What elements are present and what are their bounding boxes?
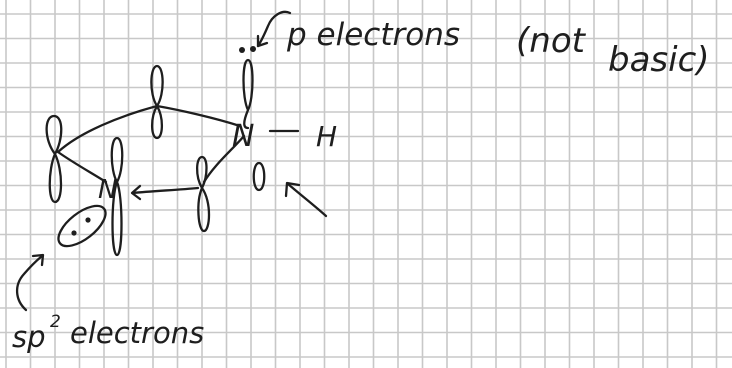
- sp2-pointer-arrow: [15, 254, 44, 312]
- n1-lower-lobe: [252, 161, 266, 192]
- sp2-label-suffix: electrons: [70, 316, 204, 350]
- nitrogen-pyridine-label: N: [98, 175, 117, 205]
- bond-c2-n3: [131, 186, 200, 195]
- pointer-arrows: [15, 10, 328, 312]
- nh-pointer-arrow: [286, 182, 328, 218]
- p-orbital-c2: [195, 155, 211, 233]
- text-labels: N N H p electrons (not basic) sp 2 elect…: [12, 17, 710, 354]
- bond-n3-c4: [56, 150, 108, 184]
- electron-dots: [71, 46, 256, 236]
- sp2-label-superscript: 2: [50, 312, 61, 332]
- bond-c2-n3-arrowhead: [130, 184, 142, 201]
- sp2-electron-dot-lower: [71, 230, 77, 236]
- sp2-lone-pair-orbital: [57, 204, 107, 248]
- sp2-pointer-arrowhead: [31, 253, 45, 267]
- bond-n1-c2: [202, 134, 246, 184]
- p-electron-dot-right: [250, 46, 256, 52]
- p-orbital-c5: [150, 64, 164, 140]
- p-orbital-c4: [45, 114, 63, 204]
- not-basic-label-open: (not: [516, 21, 587, 61]
- p-orbitals: [45, 58, 266, 257]
- p-orbital-n3: [110, 136, 124, 257]
- not-basic-label-close: basic): [608, 40, 710, 80]
- bond-c4-c5: [56, 104, 159, 154]
- ring-bonds: [56, 104, 300, 201]
- p-orbital-n1: [242, 58, 254, 130]
- p-electrons-arrow: [256, 10, 292, 48]
- nh-pointer-arrowhead: [284, 181, 301, 198]
- sp2-label-base: sp: [12, 320, 46, 354]
- p-electrons-label: p electrons: [286, 17, 460, 53]
- hydrogen-label: H: [316, 120, 337, 153]
- bond-c5-n1: [155, 104, 242, 128]
- p-electrons-arrowhead: [256, 34, 269, 48]
- sp2-electron-dot-upper: [85, 217, 91, 223]
- p-electron-dot-left: [239, 47, 245, 53]
- nitrogen-pyrrole-label: N: [232, 119, 254, 154]
